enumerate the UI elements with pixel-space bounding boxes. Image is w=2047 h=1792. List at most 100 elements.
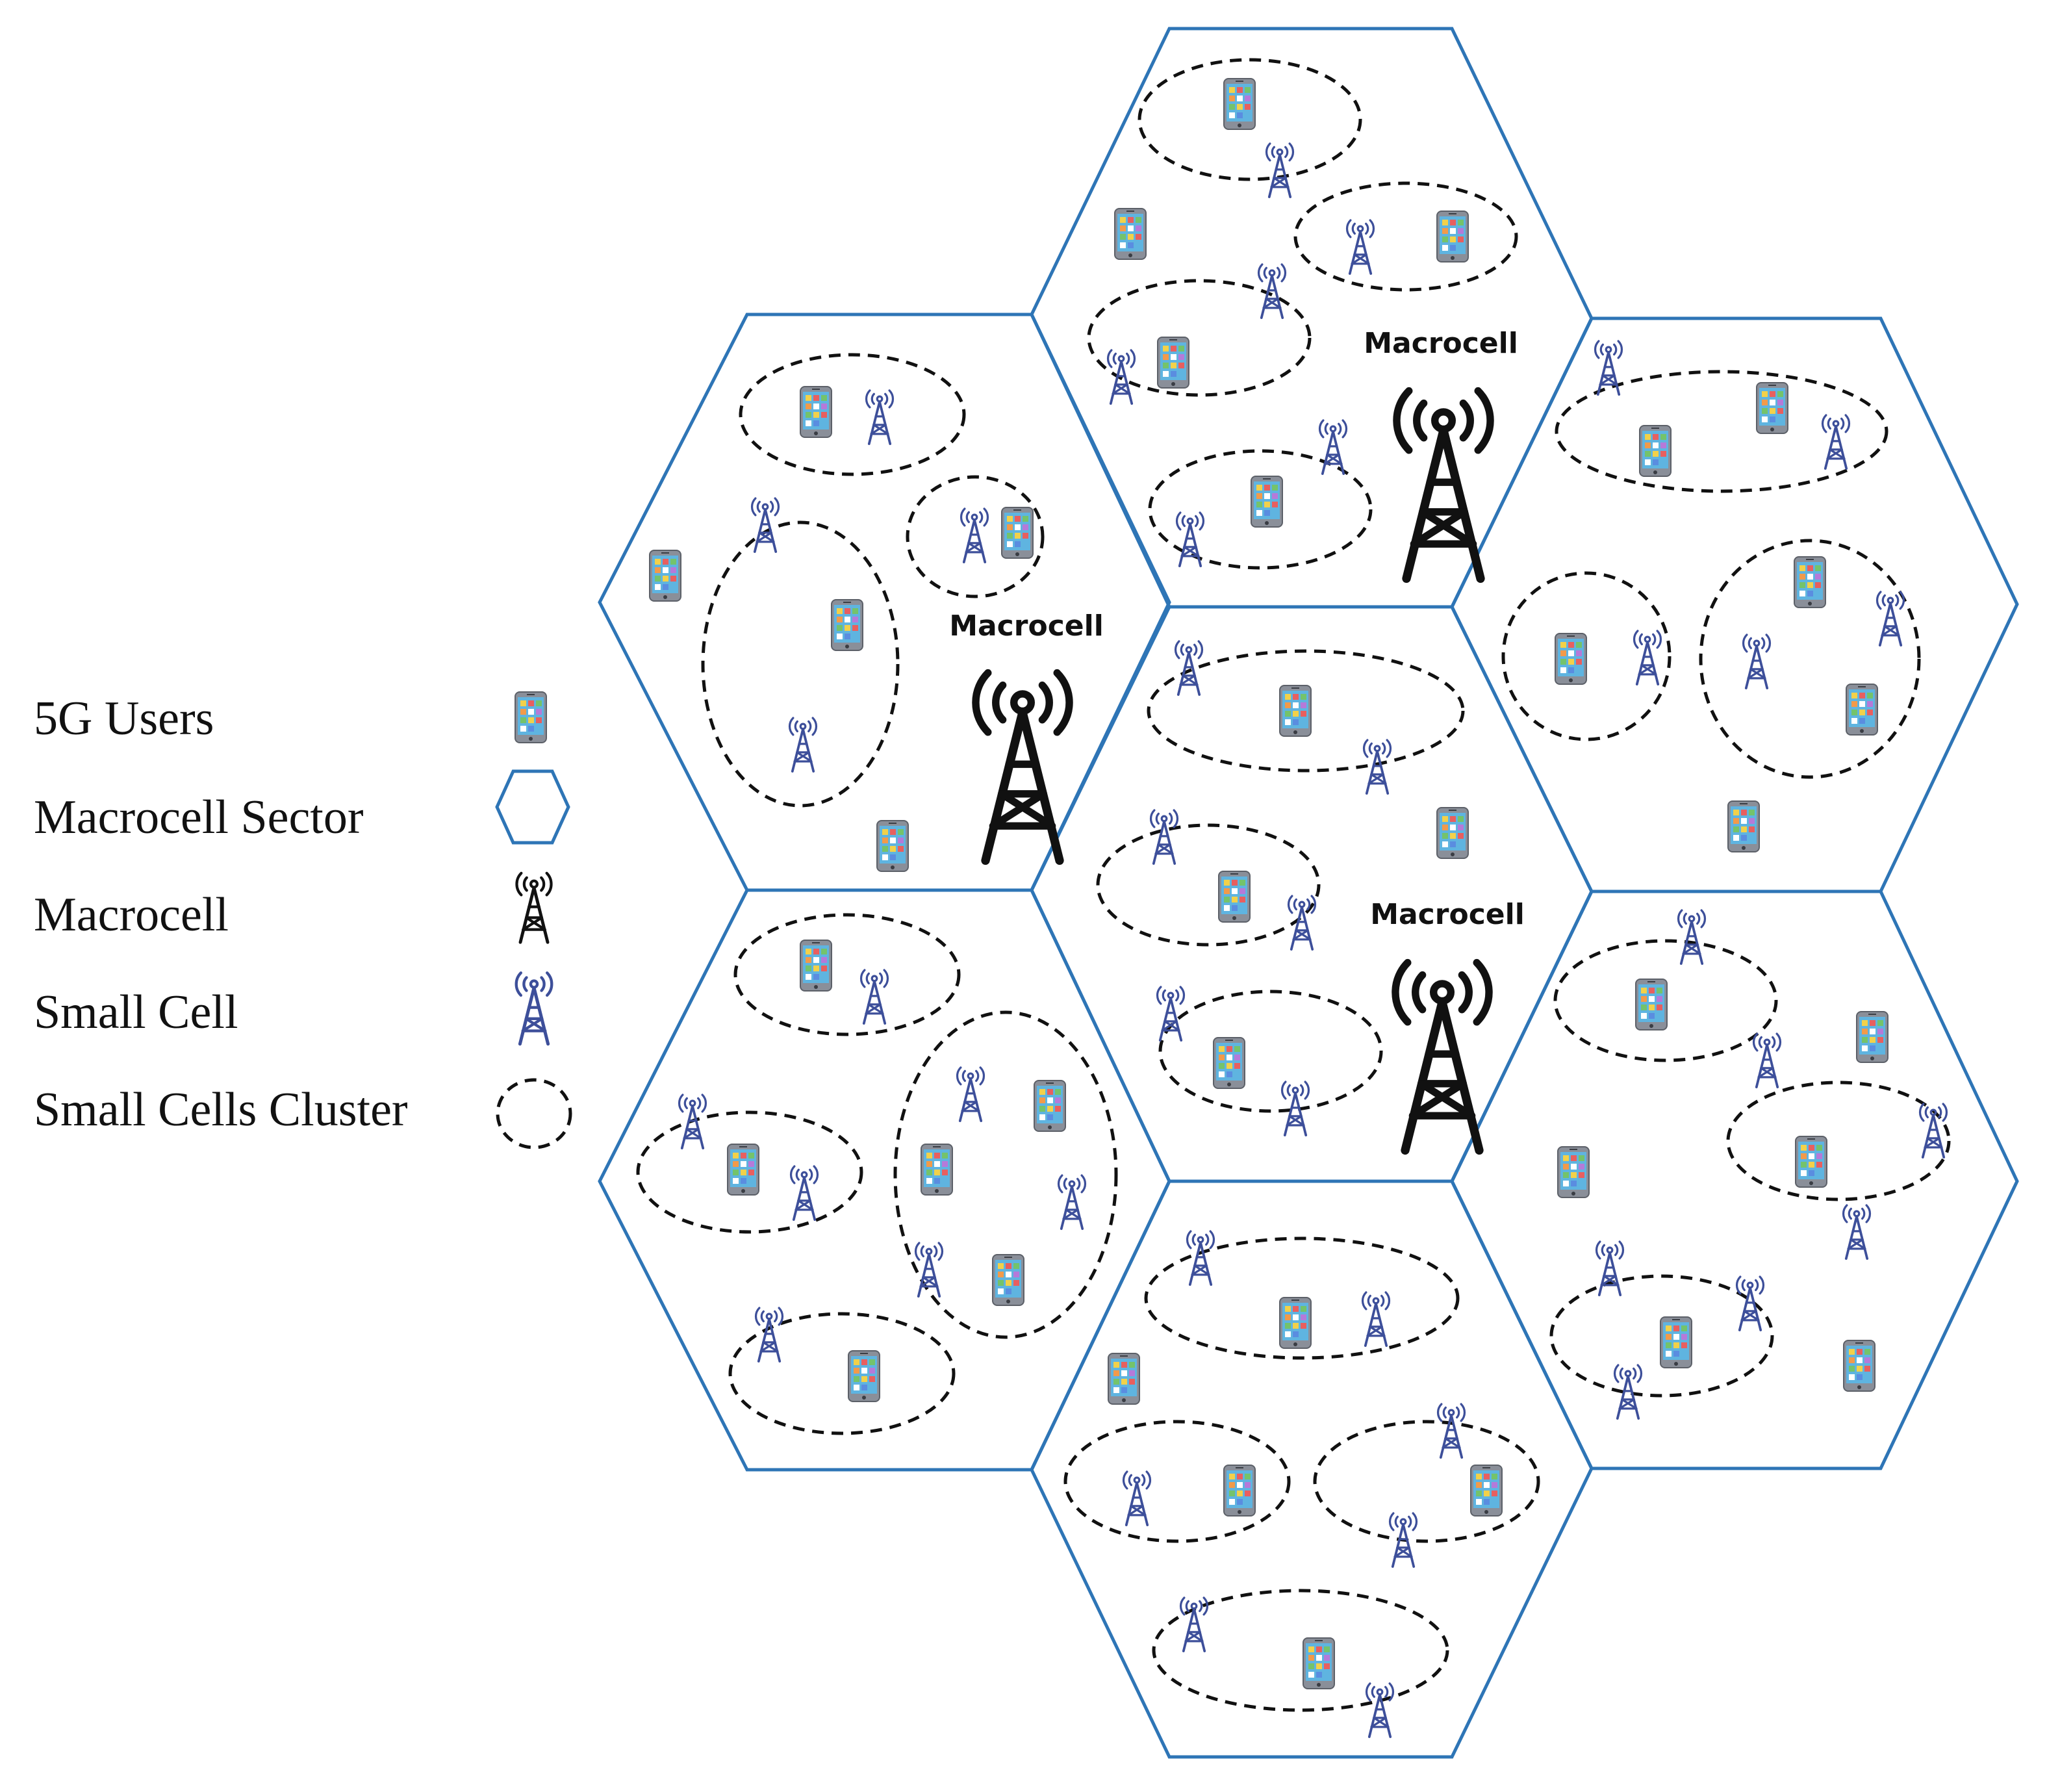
small-cell-tower-icon — [1877, 592, 1904, 645]
phone-icon — [1279, 1296, 1312, 1350]
small-cell-tower-icon — [1176, 641, 1202, 695]
legend-label-users: 5G Users — [34, 692, 214, 745]
small-cell-cluster — [1063, 1420, 1291, 1543]
small-cell-cluster — [1293, 181, 1518, 292]
legend-label-small-cell: Small Cell — [34, 986, 238, 1039]
small-cell-tower-icon — [1059, 1175, 1086, 1229]
phone-icon — [992, 1253, 1024, 1307]
phone-icon — [1108, 1352, 1140, 1405]
phone-icon — [876, 819, 909, 873]
phone-icon — [1794, 556, 1826, 609]
phone-icon — [1279, 684, 1312, 737]
small-cell-cluster — [1138, 58, 1362, 181]
small-cell-tower-icon — [1438, 1404, 1465, 1457]
phone-icon — [1223, 1464, 1256, 1517]
macrocell-sector-hexagon — [1030, 1179, 1594, 1759]
phone-icon — [649, 549, 681, 602]
macrocell-tower-icon — [976, 673, 1069, 861]
legend: 5G Users Macrocell Sector Macrocell Smal… — [34, 691, 572, 1149]
small-cell-tower-icon — [1151, 810, 1178, 864]
small-cell-cluster — [1148, 449, 1373, 570]
small-cell-tower-icon — [1124, 1472, 1151, 1525]
small-cell-tower-icon — [1754, 1034, 1781, 1087]
legend-label-macrocell: Macrocell — [34, 888, 229, 941]
small-cell-cluster — [1096, 823, 1321, 947]
phone-icon — [1470, 1464, 1503, 1517]
phone-icon — [1795, 1135, 1827, 1188]
phone-icon — [1635, 978, 1668, 1031]
dashed-ellipse-icon — [496, 1078, 572, 1149]
phone-icon — [1660, 1316, 1692, 1369]
phone-icon — [1001, 506, 1034, 559]
small-cell-tower-icon — [1390, 1513, 1417, 1567]
phone-icon — [1436, 210, 1469, 263]
small-cell-cluster — [893, 1010, 1118, 1339]
phone-icon — [800, 939, 832, 992]
macrocells — [976, 391, 1490, 1151]
phone-icon — [1856, 1010, 1888, 1064]
small-cell-tower-icon — [1177, 513, 1204, 566]
phone-icon — [1843, 1339, 1875, 1392]
small-cell-tower-icon — [961, 509, 988, 562]
phone-icon — [831, 598, 863, 652]
hexagon-icon — [495, 769, 570, 845]
phone-icon — [1251, 475, 1283, 528]
phone-icon — [1555, 632, 1587, 685]
small-cell-tower-icon — [680, 1095, 706, 1148]
small-cell-tower-icon — [1267, 144, 1293, 197]
phone-icon — [1436, 806, 1469, 860]
small-cell-cluster — [1144, 1236, 1460, 1360]
small-cell-tower-icon — [1737, 1277, 1764, 1330]
macrocell-label: Macrocell — [1370, 898, 1525, 931]
macrocell-tower-icon — [1397, 391, 1490, 579]
macrocell-tower-icon — [516, 873, 551, 942]
phone-icon — [1639, 424, 1672, 478]
phone-icon — [515, 691, 547, 744]
phone-icon — [1846, 683, 1878, 736]
small-cell-cluster — [1313, 1420, 1540, 1543]
macrocell-sector-hexagon — [598, 313, 1171, 892]
phone-icon — [1213, 1036, 1245, 1090]
phone-icon — [1727, 800, 1760, 853]
small-cell-tower-icon — [756, 1308, 783, 1361]
small-cell-clusters — [636, 58, 1951, 1712]
small-cell-tower-icon — [1634, 631, 1661, 684]
phone-icon — [800, 385, 832, 439]
small-cell-tower-icon — [1744, 635, 1770, 688]
phone-icon — [1114, 207, 1147, 261]
small-cell-tower-icon — [1844, 1205, 1870, 1259]
small-cell-cluster — [733, 913, 961, 1036]
phone-icon — [921, 1143, 953, 1196]
macrocell-tower-icon — [1395, 963, 1489, 1151]
small-cell-tower-icon — [752, 498, 779, 552]
phone-icon — [1223, 77, 1256, 131]
small-cell-cluster — [1553, 939, 1778, 1062]
phone-icon — [1218, 870, 1251, 923]
phone-icon — [1756, 381, 1788, 435]
small-cell-cluster — [1158, 990, 1383, 1113]
legend-label-cluster: Small Cells Cluster — [34, 1083, 408, 1136]
small-cell-cluster — [1726, 1081, 1951, 1201]
small-cell-cluster — [701, 520, 900, 808]
phone-icon — [1303, 1637, 1335, 1690]
small-cell-cluster — [906, 475, 1045, 598]
legend-label-sector: Macrocell Sector — [34, 791, 364, 844]
macrocell-label: Macrocell — [949, 609, 1104, 643]
small-cell-cluster — [728, 1312, 956, 1435]
small-cell-tower-icon — [1347, 220, 1374, 274]
small-cell-tower-icon — [1679, 910, 1705, 964]
small-cell-tower-icon — [1597, 1242, 1623, 1295]
small-cell-tower-icon — [791, 1166, 818, 1220]
small-cell-tower-icon — [1158, 987, 1184, 1040]
macrocell-sectors — [598, 27, 2019, 1759]
phone-icon — [848, 1350, 880, 1403]
small-cell-tower-icon — [1364, 740, 1391, 793]
phone-icon — [1034, 1079, 1066, 1133]
phone-icon — [1557, 1146, 1590, 1199]
small-cell-tower-icon — [861, 970, 888, 1023]
small-cell-tower-icon — [1320, 420, 1347, 474]
small-cells — [680, 144, 1947, 1737]
small-cell-tower-icon — [1188, 1231, 1214, 1285]
phone-icon — [1157, 336, 1189, 389]
small-cell-cluster — [1147, 649, 1465, 773]
